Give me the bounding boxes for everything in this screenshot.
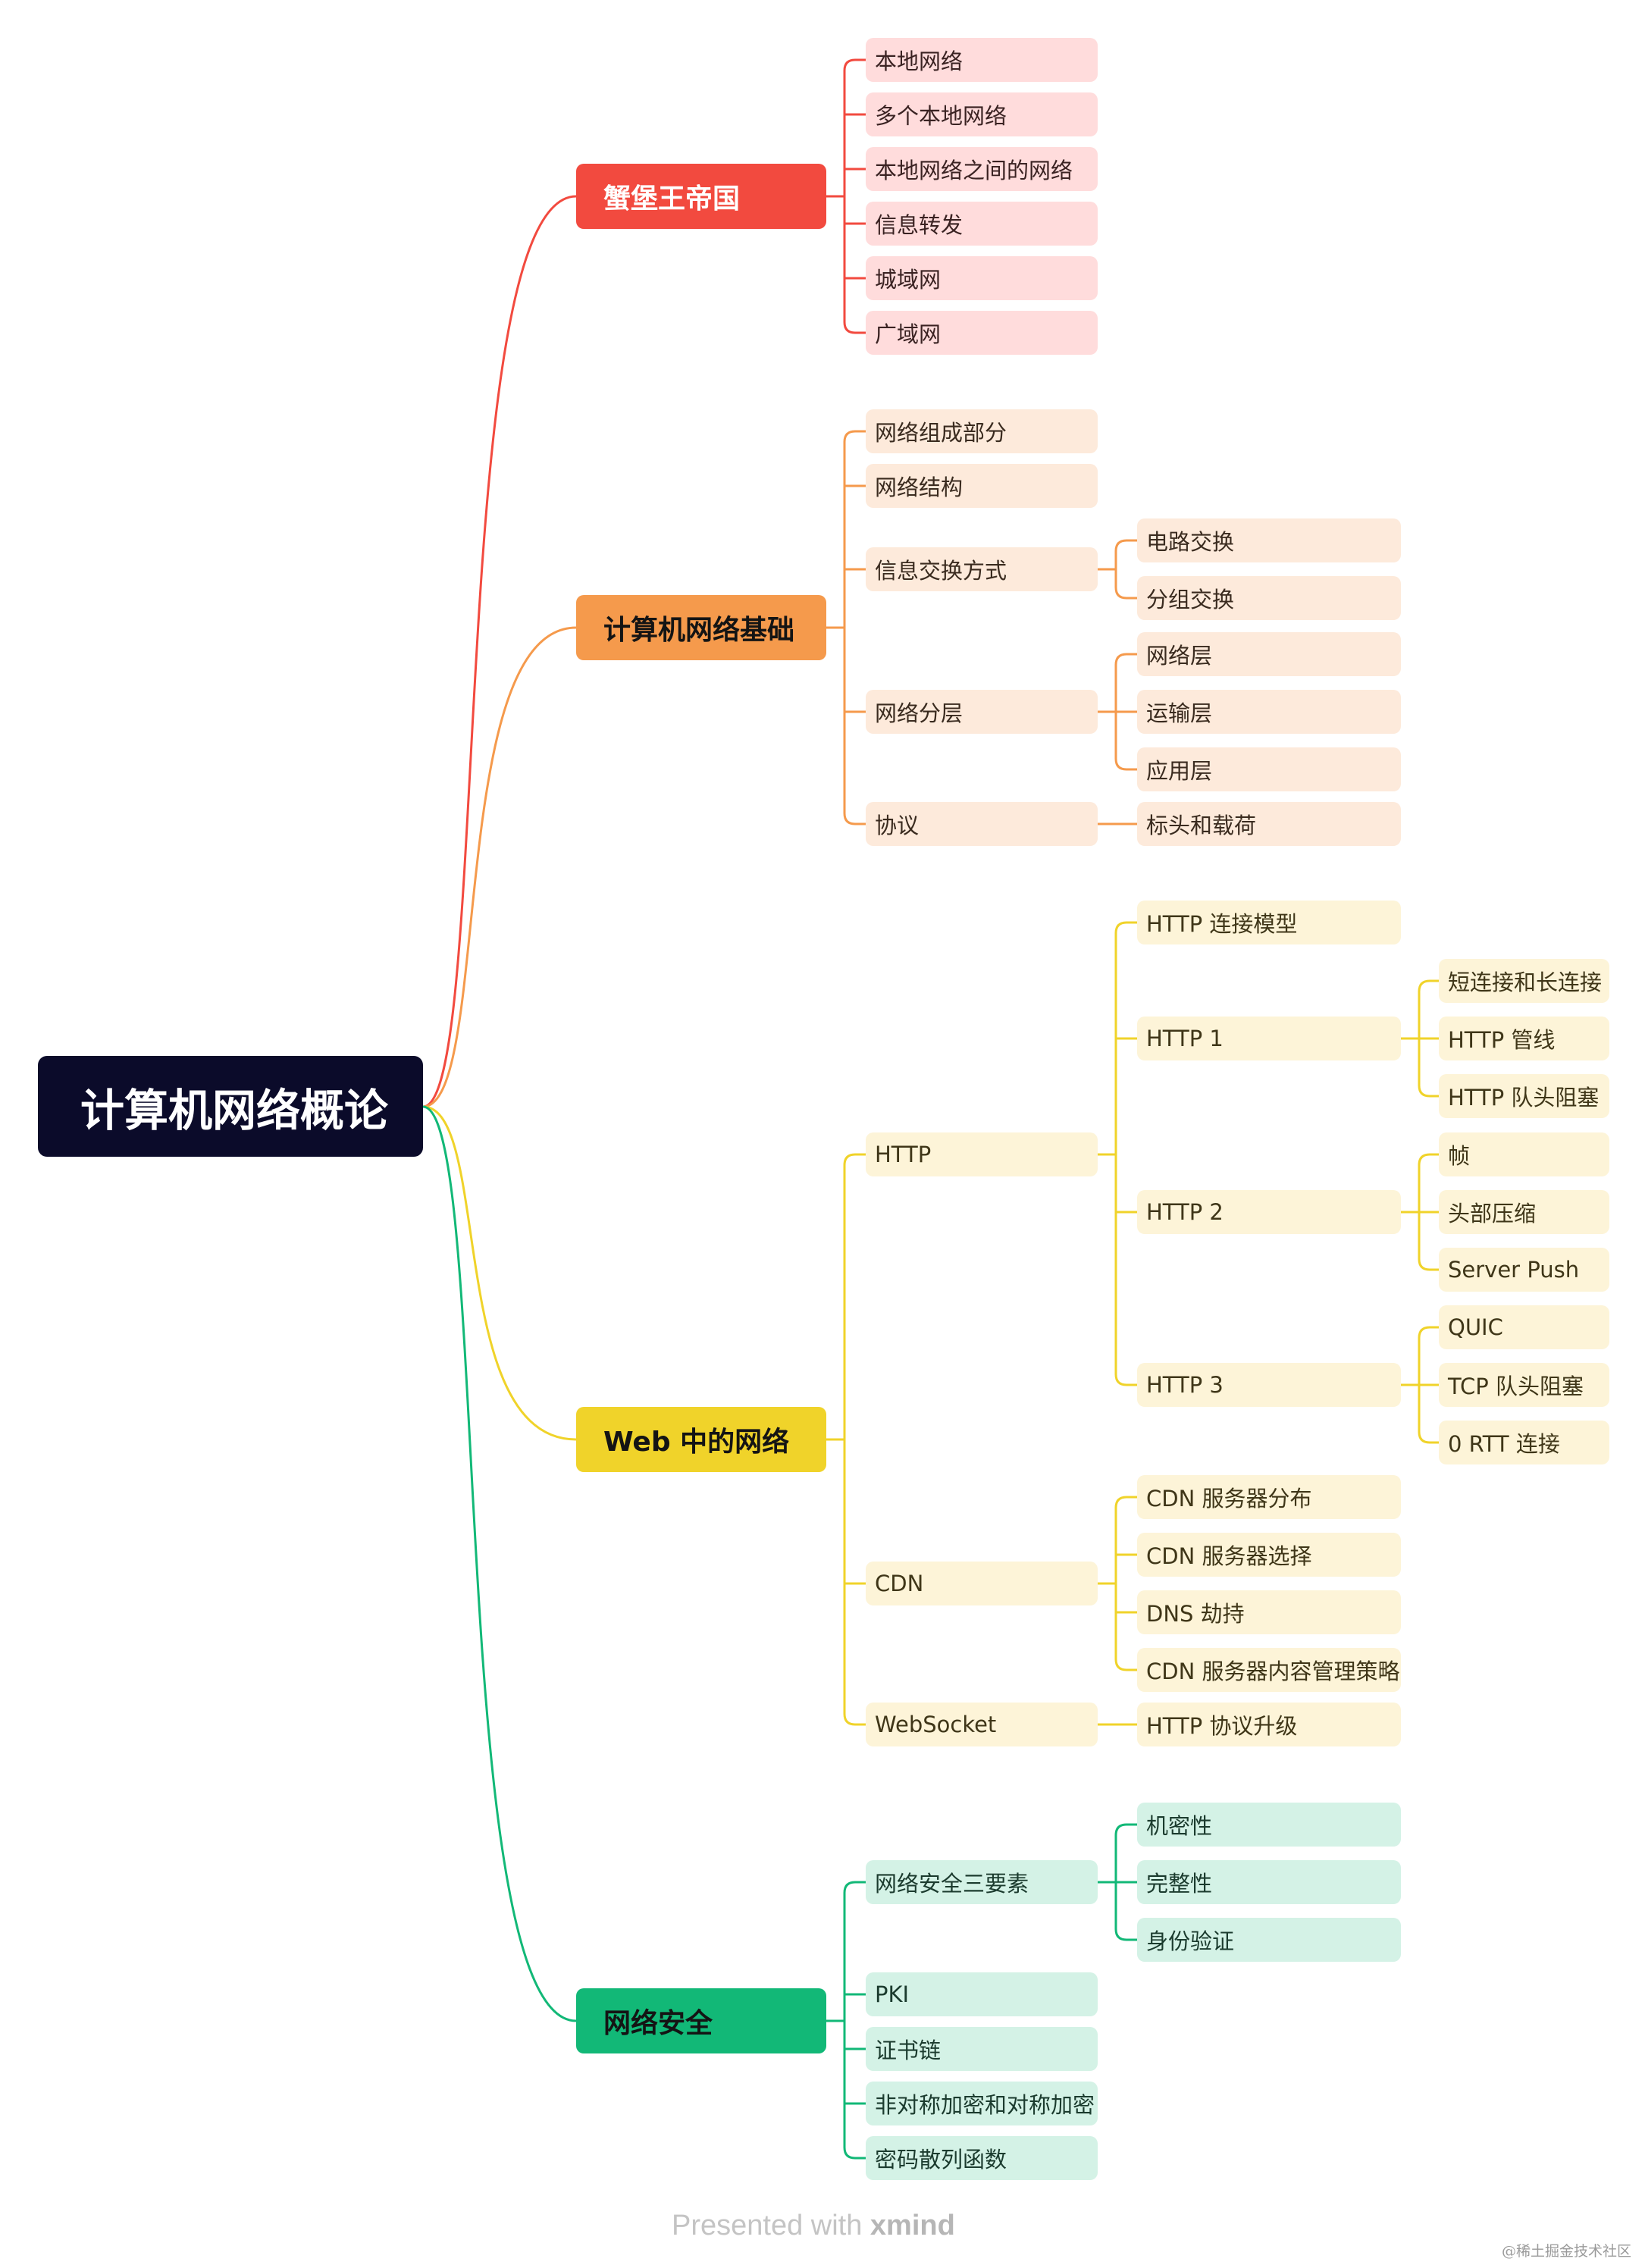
leaf-header-compression[interactable]: 头部压缩 xyxy=(1439,1190,1609,1234)
xmind-logo: xmind xyxy=(870,2210,955,2241)
subtopic-security-three-elements[interactable]: 网络安全三要素 xyxy=(866,1860,1098,1904)
connector-line xyxy=(1418,1326,1440,1386)
subtopic-asymmetric-symmetric-encryption[interactable]: 非对称加密和对称加密 xyxy=(866,2082,1098,2125)
footer-prefix: Presented with xyxy=(672,2210,870,2241)
presented-with-xmind-footer: Presented with xmind xyxy=(672,2210,955,2242)
subtopic-cryptographic-hash-function[interactable]: 密码散列函数 xyxy=(866,2136,1098,2180)
connector-line xyxy=(1114,653,1139,713)
subtopic-pki[interactable]: PKI xyxy=(866,1972,1098,2016)
leaf-authentication[interactable]: 身份验证 xyxy=(1137,1918,1401,1962)
leaf-frames[interactable]: 帧 xyxy=(1439,1132,1609,1176)
subtopic-network-layering[interactable]: 网络分层 xyxy=(866,690,1098,734)
subtopic-http[interactable]: HTTP xyxy=(866,1132,1098,1176)
connector-line xyxy=(1418,979,1440,1040)
connector-line xyxy=(843,195,867,334)
subtopic-info-forwarding[interactable]: 信息转发 xyxy=(866,202,1098,246)
root-topic[interactable]: 计算机网络概论 xyxy=(38,1056,423,1157)
branch-topic-spongebob-empire[interactable]: 蟹堡王帝国 xyxy=(576,164,826,229)
leaf-network-layer[interactable]: 网络层 xyxy=(1137,632,1401,676)
subtopic-protocol[interactable]: 协议 xyxy=(866,802,1098,846)
leaf-packet-switching[interactable]: 分组交换 xyxy=(1137,576,1401,620)
branch-topic-web-networking[interactable]: Web 中的网络 xyxy=(576,1407,826,1472)
connector-line xyxy=(1114,1582,1139,1671)
subtopic-websocket[interactable]: WebSocket xyxy=(866,1703,1098,1746)
connector-line xyxy=(421,1105,578,2022)
connector-line xyxy=(1114,1153,1139,1386)
connector-line xyxy=(1114,1496,1139,1585)
subtopic-switching-methods[interactable]: 信息交换方式 xyxy=(866,547,1098,591)
source-watermark: @稀土掘金技术社区 xyxy=(1501,2243,1631,2260)
connector-line xyxy=(843,1881,867,2022)
connector-line xyxy=(1418,1153,1440,1214)
subtopic-multiple-local-networks[interactable]: 多个本地网络 xyxy=(866,92,1098,136)
subtopic-http3[interactable]: HTTP 3 xyxy=(1137,1363,1401,1407)
leaf-dns-hijacking[interactable]: DNS 劫持 xyxy=(1137,1590,1401,1634)
subtopic-http1[interactable]: HTTP 1 xyxy=(1137,1017,1401,1060)
subtopic-internetwork[interactable]: 本地网络之间的网络 xyxy=(866,147,1098,191)
connector-line xyxy=(421,626,578,1108)
subtopic-wide-area-network[interactable]: 广域网 xyxy=(866,311,1098,355)
connector-line xyxy=(421,1105,578,1441)
connector-line xyxy=(1418,1037,1440,1098)
connector-line xyxy=(1114,710,1139,771)
subtopic-network-structure[interactable]: 网络结构 xyxy=(866,464,1098,508)
leaf-http-pipelining[interactable]: HTTP 管线 xyxy=(1439,1017,1609,1060)
subtopic-metro-network[interactable]: 城域网 xyxy=(866,256,1098,300)
branch-topic-network-basics[interactable]: 计算机网络基础 xyxy=(576,595,826,660)
subtopic-http2[interactable]: HTTP 2 xyxy=(1137,1190,1401,1234)
connector-line xyxy=(843,58,867,198)
subtopic-network-components[interactable]: 网络组成部分 xyxy=(866,409,1098,453)
leaf-application-layer[interactable]: 应用层 xyxy=(1137,747,1401,791)
subtopic-cdn[interactable]: CDN xyxy=(866,1562,1098,1605)
leaf-http-connection-model[interactable]: HTTP 连接模型 xyxy=(1137,901,1401,944)
leaf-cdn-content-management[interactable]: CDN 服务器内容管理策略 xyxy=(1137,1648,1401,1692)
leaf-short-long-connections[interactable]: 短连接和长连接 xyxy=(1439,959,1609,1003)
leaf-confidentiality[interactable]: 机密性 xyxy=(1137,1803,1401,1847)
connector-line xyxy=(843,430,867,629)
connector-line xyxy=(1114,921,1139,1156)
connector-line xyxy=(1114,539,1139,571)
branch-topic-network-security[interactable]: 网络安全 xyxy=(576,1988,826,2053)
connector-line xyxy=(1114,1881,1139,1941)
leaf-http-protocol-upgrade[interactable]: HTTP 协议升级 xyxy=(1137,1703,1401,1746)
connector-line xyxy=(1114,568,1139,600)
leaf-circuit-switching[interactable]: 电路交换 xyxy=(1137,518,1401,562)
connector-line xyxy=(421,195,578,1108)
leaf-http-head-of-line-blocking[interactable]: HTTP 队头阻塞 xyxy=(1439,1074,1609,1118)
connector-line xyxy=(843,626,867,825)
connector-line xyxy=(1114,1823,1139,1884)
leaf-cdn-server-distribution[interactable]: CDN 服务器分布 xyxy=(1137,1475,1401,1519)
leaf-0rtt-connection[interactable]: 0 RTT 连接 xyxy=(1439,1421,1609,1464)
leaf-transport-layer[interactable]: 运输层 xyxy=(1137,690,1401,734)
leaf-integrity[interactable]: 完整性 xyxy=(1137,1860,1401,1904)
leaf-tcp-head-of-line-blocking[interactable]: TCP 队头阻塞 xyxy=(1439,1363,1609,1407)
subtopic-local-network[interactable]: 本地网络 xyxy=(866,38,1098,82)
subtopic-certificate-chain[interactable]: 证书链 xyxy=(866,2027,1098,2071)
connector-line xyxy=(843,1153,867,1441)
leaf-quic[interactable]: QUIC xyxy=(1439,1305,1609,1349)
leaf-cdn-server-selection[interactable]: CDN 服务器选择 xyxy=(1137,1533,1401,1577)
connector-line xyxy=(843,1438,867,1726)
leaf-server-push[interactable]: Server Push xyxy=(1439,1248,1609,1292)
connector-line xyxy=(1418,1211,1440,1271)
leaf-header-and-payload[interactable]: 标头和载荷 xyxy=(1137,802,1401,846)
connector-line xyxy=(843,2019,867,2160)
connector-line xyxy=(1418,1383,1440,1444)
